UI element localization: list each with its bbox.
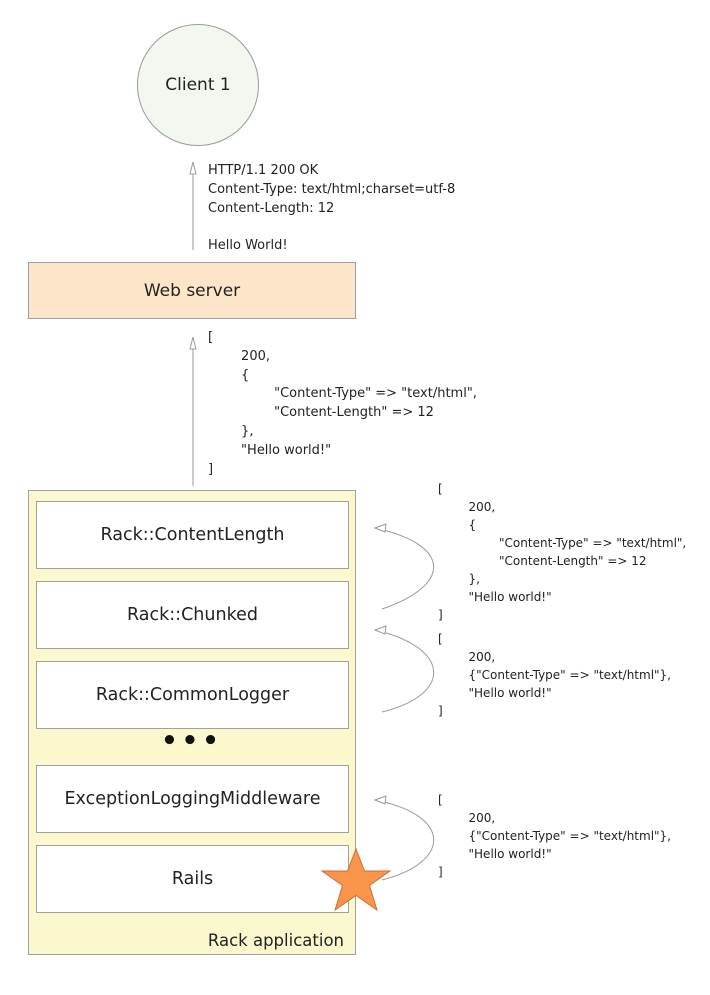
middleware-label: Rails	[171, 869, 214, 889]
rack-line: ]	[208, 461, 214, 477]
arrowhead-chunked	[373, 625, 387, 635]
response-line: {"Content-Type" => "text/html"},	[438, 668, 671, 682]
middleware-label: Rack::Chunked	[127, 605, 258, 625]
response-line: "Content-Length" => 12	[438, 554, 647, 568]
curve-chunked-to-contentlength	[374, 527, 435, 610]
middleware-common-logger: Rack::CommonLogger	[36, 661, 349, 729]
rack-line: "Hello world!"	[208, 442, 332, 458]
more-middlewares-ellipsis: •••	[161, 726, 223, 756]
response-line: "Content-Type" => "text/html",	[438, 536, 687, 550]
middleware-rails: Rails	[36, 845, 349, 913]
rack-response-text: [ 200, { "Content-Type" => "text/html", …	[208, 329, 477, 479]
rack-line: [	[208, 330, 214, 345]
response-line: "Hello world!"	[438, 590, 552, 604]
arrowhead-contentlength	[373, 523, 387, 533]
star-icon	[320, 847, 392, 912]
middleware-chunked: Rack::Chunked	[36, 581, 349, 649]
response-line: 200,	[438, 811, 496, 825]
response-line: 200,	[438, 500, 496, 514]
rack-line: {	[208, 367, 250, 383]
curve-logger-to-chunked	[374, 629, 435, 713]
middleware-content-length: Rack::ContentLength	[36, 501, 349, 569]
http-line: Content-Length: 12	[208, 200, 335, 216]
http-line: Hello World!	[208, 238, 288, 254]
http-response-text: HTTP/1.1 200 OK Content-Type: text/html;c…	[208, 162, 455, 256]
response-line: [	[438, 793, 443, 807]
http-line	[208, 218, 455, 237]
response-block-rails: [ 200, {"Content-Type" => "text/html"}, …	[438, 791, 671, 881]
http-line: HTTP/1.1 200 OK	[208, 163, 319, 178]
web-server-label: Web server	[143, 280, 241, 301]
response-block-content-length: [ 200, { "Content-Type" => "text/html", …	[438, 480, 686, 624]
response-line: },	[438, 572, 480, 586]
arrowhead-webserver	[189, 336, 197, 350]
response-line: [	[438, 482, 443, 496]
middleware-label: Rack::ContentLength	[100, 525, 285, 545]
client-label: Client 1	[165, 75, 231, 95]
rack-line: },	[208, 423, 254, 439]
response-line: {"Content-Type" => "text/html"},	[438, 829, 671, 843]
http-line: Content-Type: text/html;charset=utf-8	[208, 181, 456, 197]
response-line: ]	[438, 704, 443, 718]
rack-line: 200,	[208, 348, 271, 364]
arrowhead-client	[189, 161, 197, 175]
response-line: {	[438, 518, 477, 532]
curve-rails-to-exception	[374, 799, 435, 881]
arrowhead-exception	[373, 795, 387, 805]
rack-application-label: Rack application	[207, 931, 344, 950]
middleware-label: Rack::CommonLogger	[95, 685, 290, 705]
rack-line: "Content-Type" => "text/html",	[208, 386, 477, 402]
middleware-label: ExceptionLoggingMiddleware	[64, 789, 321, 809]
client-node: Client 1	[137, 24, 259, 146]
web-server-node: Web server	[28, 262, 356, 319]
response-line: 200,	[438, 650, 496, 664]
response-line: "Hello world!"	[438, 686, 552, 700]
rack-line: "Content-Length" => 12	[208, 405, 434, 421]
middleware-exception-logging: ExceptionLoggingMiddleware	[36, 765, 349, 833]
response-line: ]	[438, 608, 443, 622]
response-line: [	[438, 632, 443, 646]
response-line: "Hello world!"	[438, 847, 552, 861]
response-line: ]	[438, 865, 443, 879]
response-block-chunked: [ 200, {"Content-Type" => "text/html"}, …	[438, 630, 671, 720]
